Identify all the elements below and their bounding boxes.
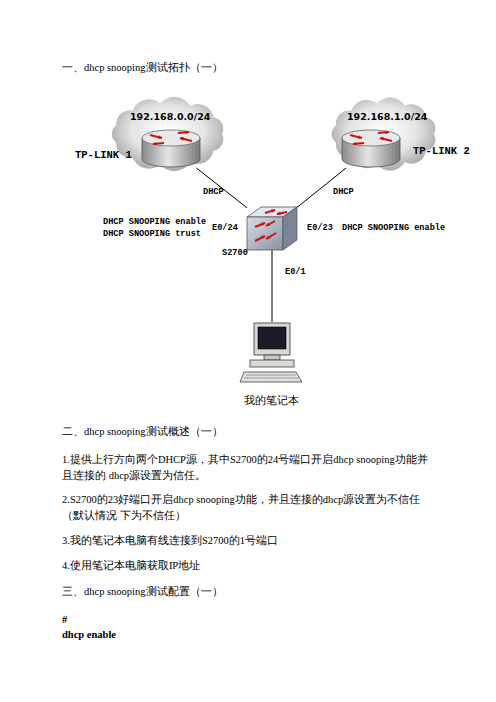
desktop-case [250, 360, 294, 367]
config-line: # [62, 612, 67, 628]
router-arrow [185, 130, 189, 134]
router-arrow [261, 223, 265, 227]
body-paragraph: 4.使用笔记本电脑获取IP地址 [62, 558, 434, 574]
page-heading: 一、dhcp snooping测试拓扑（一） [62, 60, 223, 76]
router-arrow [265, 210, 275, 213]
network-link [196, 168, 247, 208]
router-top [142, 130, 200, 146]
router-arrow [271, 209, 275, 213]
router-arrow [158, 135, 162, 139]
port-setting: DHCP SNOOPING trust [103, 228, 201, 240]
switch-icon-shape [247, 205, 297, 250]
switch-front [247, 217, 283, 250]
router-arrow [266, 236, 270, 239]
router-arrow [277, 211, 281, 215]
router-arrow [385, 130, 389, 134]
router-arrow [180, 137, 184, 141]
port-setting: DHCP SNOOPING enable [342, 222, 445, 234]
section-heading: 三、dhcp snooping测试配置（一） [62, 584, 223, 600]
device-name: TP-LINK 1 [75, 149, 132, 162]
port-name: E0/23 [307, 222, 333, 234]
router-arrow [353, 142, 357, 146]
router-arrow [153, 142, 157, 146]
service-label: DHCP [333, 186, 354, 198]
device-name: TP-LINK 2 [413, 145, 470, 158]
router-arrow [261, 236, 265, 239]
router-icon-shape [342, 128, 400, 168]
router-arrow [266, 221, 275, 226]
port-name: E0/24 [212, 222, 238, 234]
device-name: 我的笔记本 [244, 393, 299, 409]
body-paragraph: 2.S2700的23好端口开启dhcp snooping功能，并且连接的dhcp… [62, 492, 434, 524]
network-link [272, 250, 273, 322]
network-label: 192.168.1.0/24 [347, 111, 427, 123]
computer-icon: 我的笔记本 [238, 322, 306, 384]
keyboard [240, 372, 302, 382]
config-line: dhcp enable [62, 627, 116, 643]
port-name: E0/1 [285, 266, 306, 278]
router-arrow [255, 236, 265, 241]
device-name: S2700 [222, 247, 248, 259]
router-top [342, 130, 400, 146]
router-icon: 192.168.0.0/24TP-LINK 1DHCP [142, 128, 200, 168]
body-paragraph: 3.我的笔记本电脑有线连接到S2700的1号端口 [62, 533, 434, 549]
service-label: DHCP [203, 186, 224, 198]
router-arrow [255, 223, 265, 227]
router-arrow [380, 137, 384, 141]
switch-icon: S2700 [247, 205, 297, 250]
router-arrow [266, 233, 276, 239]
keyboard-keys [244, 375, 299, 378]
monitor-stand [264, 355, 280, 360]
port-setting: DHCP SNOOPING enable [103, 216, 206, 228]
section-heading: 二、dhcp snooping测试概述（一） [62, 424, 223, 440]
computer-icon-shape [238, 322, 306, 384]
router-icon-shape [142, 128, 200, 168]
router-icon: 192.168.1.0/24TP-LINK 2DHCP [342, 128, 400, 168]
monitor-screen [258, 327, 286, 349]
monitor-case [254, 323, 290, 355]
switch-side [283, 207, 297, 250]
network-cloud [332, 97, 436, 170]
router-arrow [266, 223, 270, 226]
network-label: 192.168.0.0/24 [130, 111, 210, 123]
router-arrow [358, 135, 362, 139]
body-paragraph: 1.提供上行方向两个DHCP源，其中S2700的24号端口开启dhcp snoo… [62, 452, 434, 484]
